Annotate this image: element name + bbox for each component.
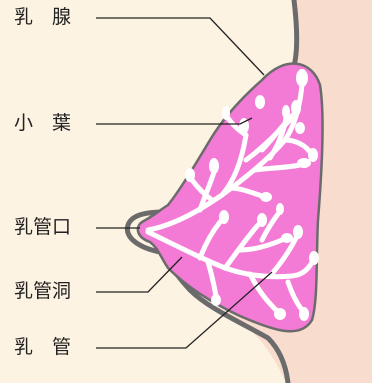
leader-line-mammary-gland xyxy=(96,18,264,75)
label-lactiferous-duct: 乳 管 xyxy=(14,338,71,357)
label-lactiferous-sinus: 乳管洞 xyxy=(14,282,71,301)
label-nipple-opening: 乳管口 xyxy=(14,218,71,237)
label-mammary-gland: 乳 腺 xyxy=(14,8,71,27)
label-lobule: 小 葉 xyxy=(14,114,71,133)
